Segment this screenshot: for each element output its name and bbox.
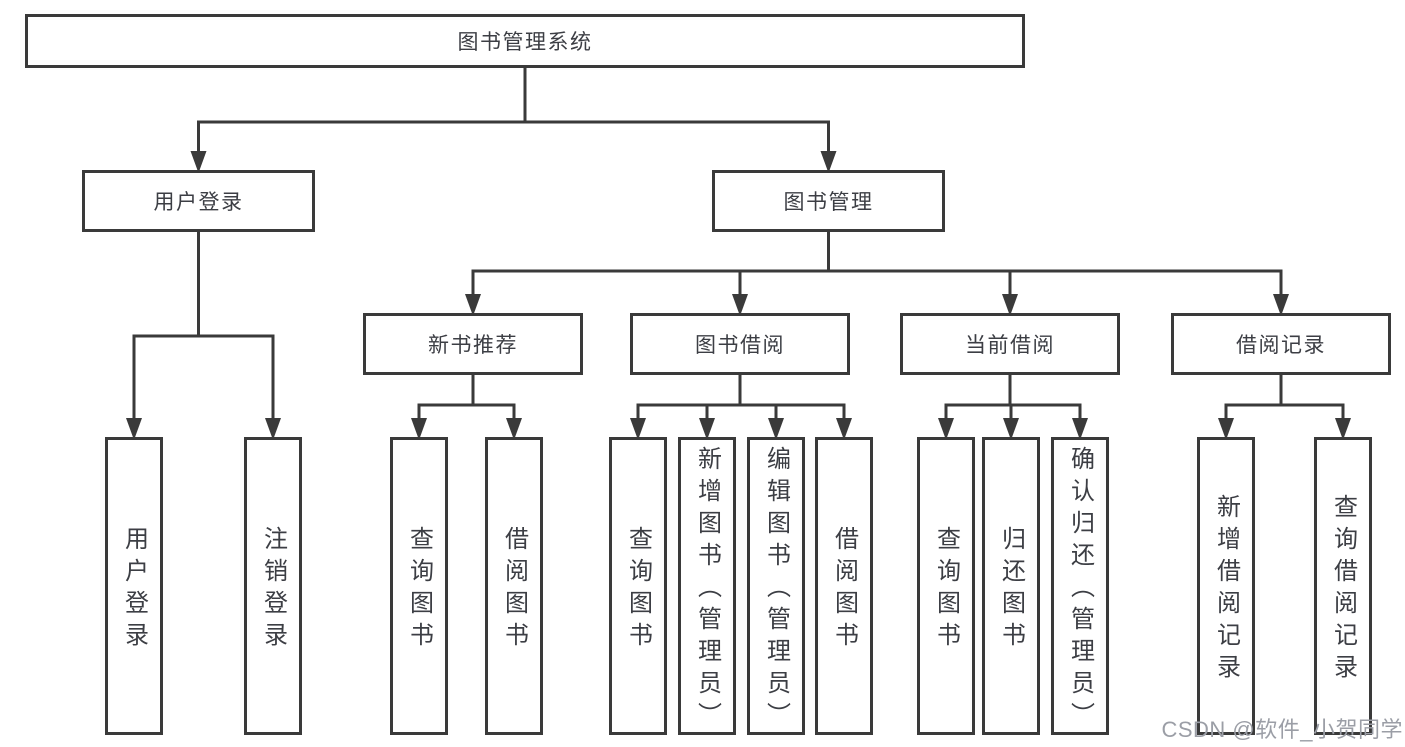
arrowhead-down-icon xyxy=(1003,418,1019,440)
tree-node-leaf-nbr-borrow: 借阅图书 xyxy=(485,437,543,735)
arrowhead-down-icon xyxy=(768,418,784,440)
tree-node-leaf-bb-edit: 编辑图书（管理员） xyxy=(747,437,805,735)
arrowhead-down-icon xyxy=(938,418,954,440)
node-label: 图书管理系统 xyxy=(457,31,593,54)
arrowhead-down-icon xyxy=(465,294,481,316)
node-label: 图书借阅 xyxy=(695,334,785,357)
node-label: 借阅记录 xyxy=(1236,334,1326,357)
arrowhead-down-icon xyxy=(820,151,837,173)
node-label: 查询图书 xyxy=(932,526,960,654)
node-label: 编辑图书（管理员） xyxy=(762,446,790,734)
node-label: 新书推荐 xyxy=(428,334,518,357)
tree-node-book-borrow: 图书借阅 xyxy=(630,313,850,375)
tree-node-leaf-bb-borrow: 借阅图书 xyxy=(815,437,873,735)
tree-node-leaf-bb-add: 新增图书（管理员） xyxy=(678,437,736,735)
node-label: 当前借阅 xyxy=(965,334,1055,357)
tree-node-user-login: 用户登录 xyxy=(82,170,315,232)
arrowhead-down-icon xyxy=(630,418,646,440)
tree-node-leaf-logout: 注销登录 xyxy=(244,437,302,735)
arrowhead-down-icon xyxy=(411,418,427,440)
tree-node-leaf-cb-query: 查询图书 xyxy=(917,437,975,735)
arrowhead-down-icon xyxy=(1273,294,1289,316)
node-label: 查询图书 xyxy=(624,526,652,654)
node-label: 用户登录 xyxy=(120,526,148,654)
node-label: 查询图书 xyxy=(405,526,433,654)
tree-node-root: 图书管理系统 xyxy=(25,14,1025,68)
tree-node-new-book-rec: 新书推荐 xyxy=(363,313,583,375)
arrowhead-down-icon xyxy=(1335,418,1351,440)
arrowhead-down-icon xyxy=(1218,418,1234,440)
tree-node-book-mgmt: 图书管理 xyxy=(712,170,945,232)
tree-node-leaf-nbr-query: 查询图书 xyxy=(390,437,448,735)
node-label: 图书管理 xyxy=(783,191,874,214)
tree-node-leaf-br-query: 查询借阅记录 xyxy=(1314,437,1372,735)
arrowhead-down-icon xyxy=(1072,418,1088,440)
node-label: 归还图书 xyxy=(997,526,1025,654)
arrowhead-down-icon xyxy=(506,418,522,440)
node-label: 借阅图书 xyxy=(830,526,858,654)
node-label: 新增图书（管理员） xyxy=(693,446,721,734)
node-label: 用户登录 xyxy=(153,191,244,214)
tree-node-current-borrow: 当前借阅 xyxy=(900,313,1120,375)
arrowhead-down-icon xyxy=(265,418,281,440)
arrowhead-down-icon xyxy=(836,418,852,440)
arrowhead-down-icon xyxy=(732,294,748,316)
node-label: 注销登录 xyxy=(259,526,287,654)
node-label: 借阅图书 xyxy=(500,526,528,654)
node-label: 新增借阅记录 xyxy=(1212,494,1240,686)
node-label: 查询借阅记录 xyxy=(1329,494,1357,686)
watermark: CSDN @软件_小贺同学 xyxy=(1161,717,1403,742)
arrowhead-down-icon xyxy=(699,418,715,440)
tree-node-leaf-bb-query: 查询图书 xyxy=(609,437,667,735)
tree-node-leaf-cb-confirm: 确认归还（管理员） xyxy=(1051,437,1109,735)
tree-node-leaf-br-add: 新增借阅记录 xyxy=(1197,437,1255,735)
tree-node-borrow-records: 借阅记录 xyxy=(1171,313,1391,375)
node-label: 确认归还（管理员） xyxy=(1066,446,1094,734)
arrowhead-down-icon xyxy=(126,418,142,440)
arrowhead-down-icon xyxy=(1002,294,1018,316)
arrowhead-down-icon xyxy=(190,151,207,173)
tree-node-leaf-cb-return: 归还图书 xyxy=(982,437,1040,735)
tree-node-leaf-user-login: 用户登录 xyxy=(105,437,163,735)
